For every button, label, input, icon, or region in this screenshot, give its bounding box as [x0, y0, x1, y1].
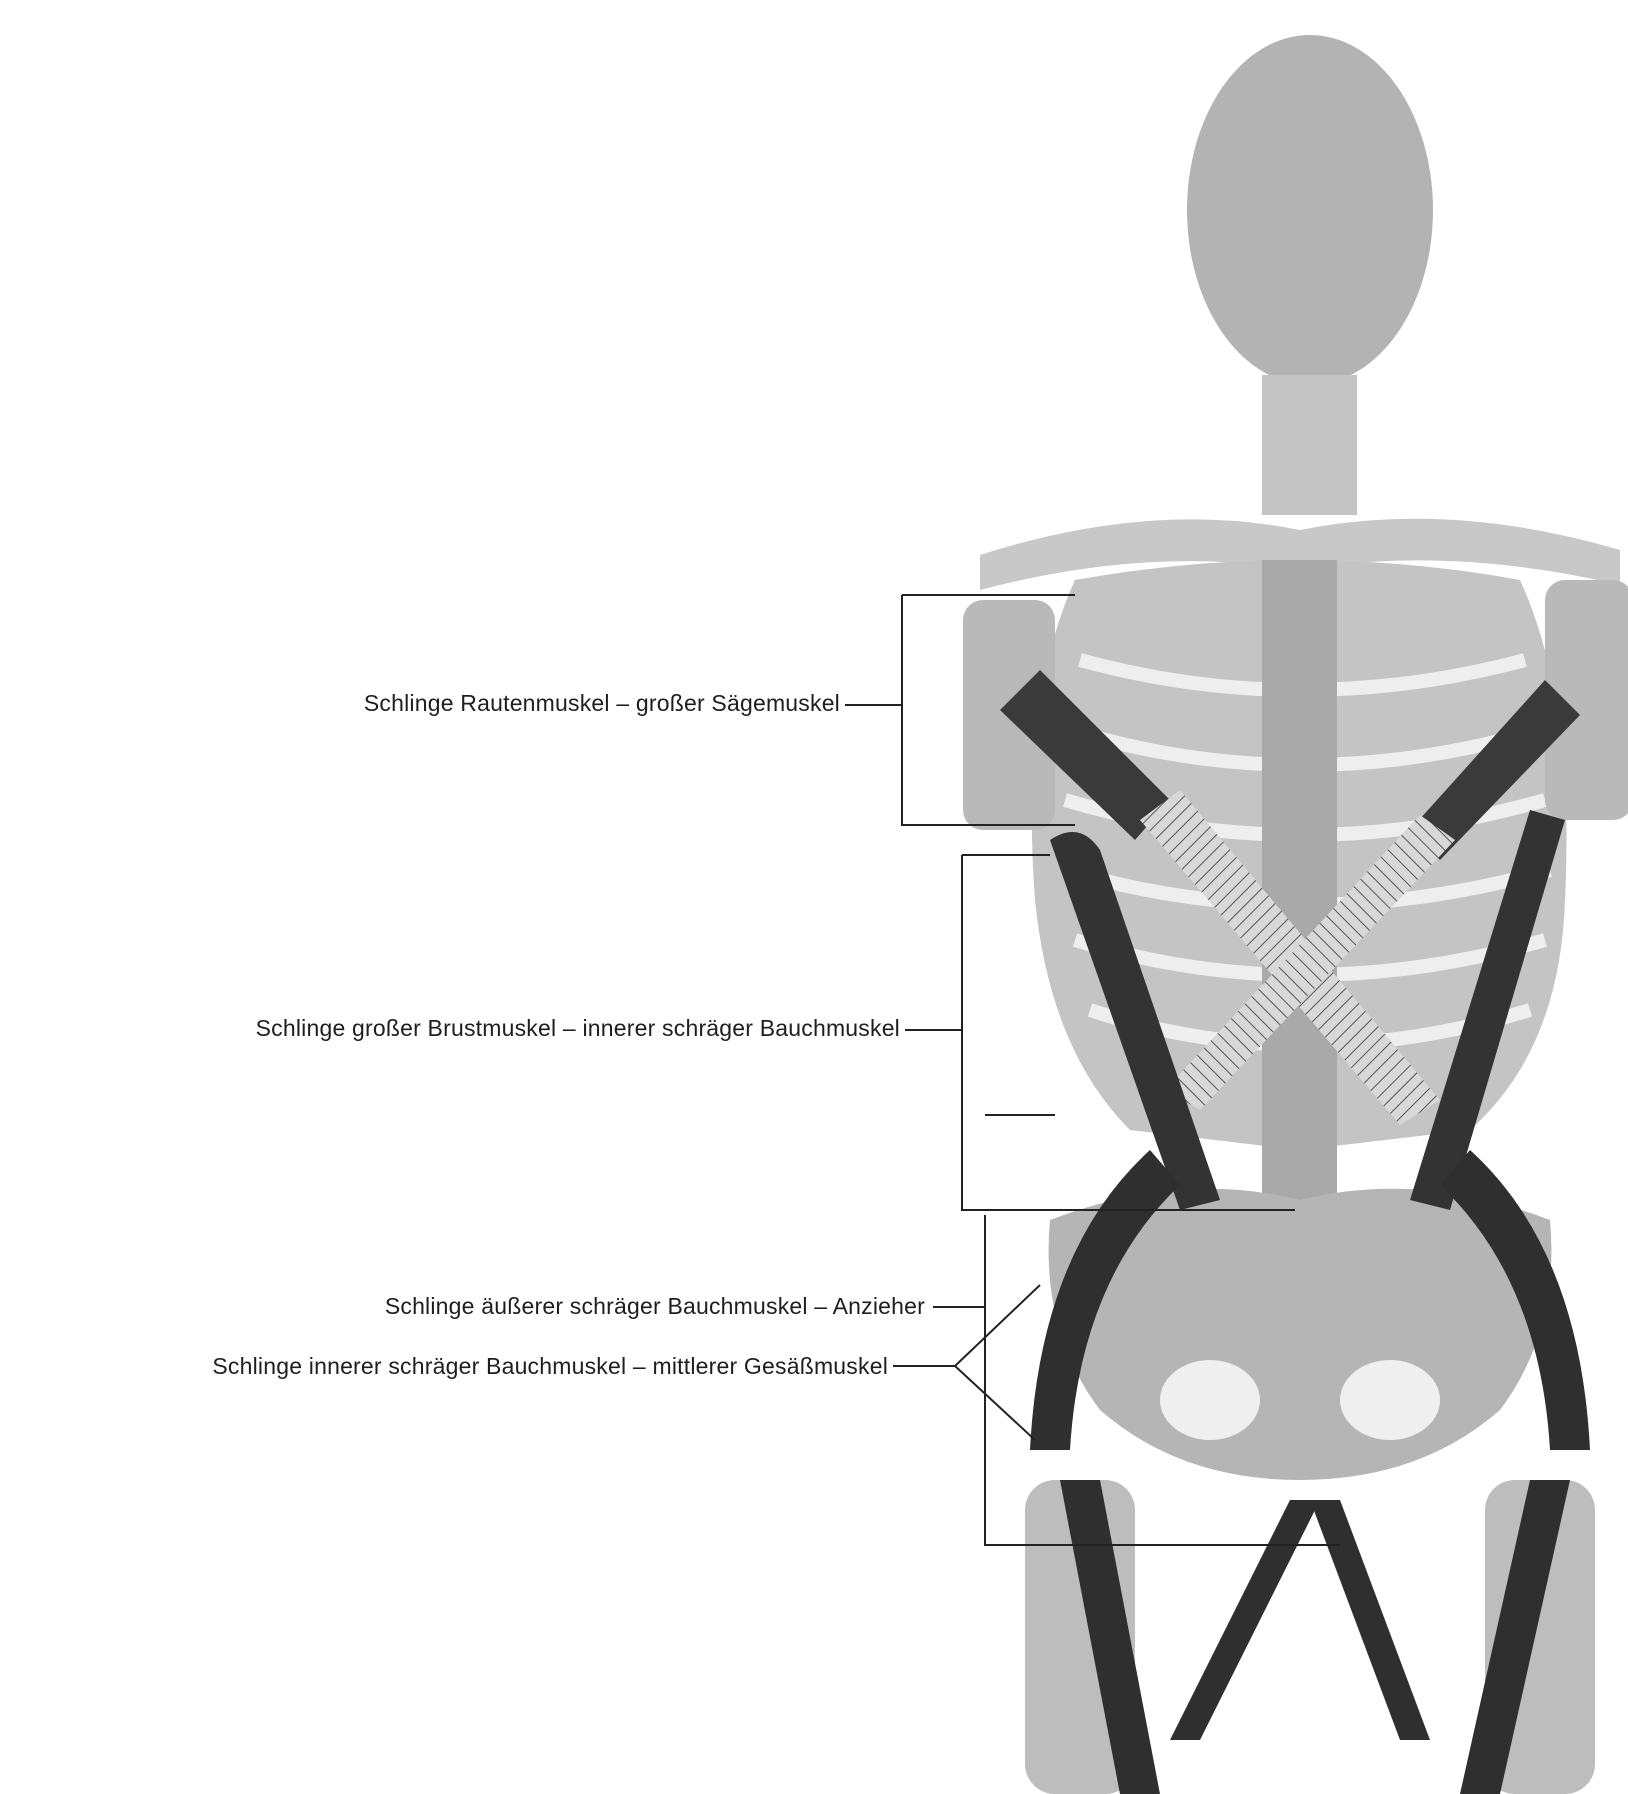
sling-band-cross-right	[1310, 1500, 1430, 1740]
label-innerer-bauchmuskel-gesaessmuskel: Schlinge innerer schräger Bauchmuskel – …	[212, 1353, 888, 1380]
skull	[1187, 35, 1433, 385]
label-rautenmuskel-saegemuskel: Schlinge Rautenmuskel – großer Sägemuske…	[364, 690, 840, 717]
label-brustmuskel-bauchmuskel: Schlinge großer Brustmuskel – innerer sc…	[256, 1015, 900, 1042]
pelvis-opening-left	[1160, 1360, 1260, 1440]
neck	[1262, 375, 1357, 515]
pelvis-opening-right	[1340, 1360, 1440, 1440]
spine	[1262, 560, 1337, 1220]
sling-band-cross-left	[1170, 1500, 1320, 1740]
label-aeusserer-bauchmuskel-anzieher: Schlinge äußerer schräger Bauchmuskel – …	[385, 1293, 925, 1320]
